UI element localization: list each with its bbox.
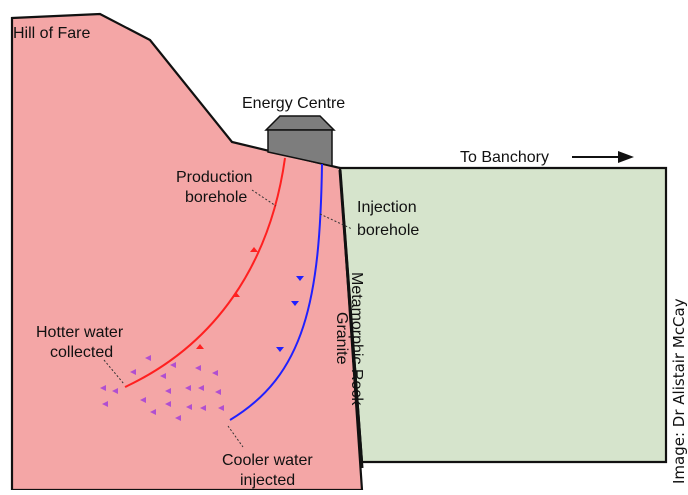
cooler-water-label-line1: Cooler water <box>222 452 313 469</box>
hotter-water-label-line1: Hotter water <box>36 324 124 341</box>
cooler-water-label-line2: injected <box>240 472 295 489</box>
pointer-lines <box>103 189 353 448</box>
flow-field-arrows <box>100 355 224 421</box>
injection-flow-arrows <box>276 276 304 352</box>
production-label-line2: borehole <box>185 189 247 206</box>
metamorphic-label: Metamorphic Rock <box>348 272 365 406</box>
production-flow-arrows <box>196 247 258 349</box>
granite-region <box>10 12 364 492</box>
image-credit: Image: Dr Alistair McCay <box>670 298 688 484</box>
energy-centre-label: Energy Centre <box>242 95 345 112</box>
banchory-arrow <box>572 151 634 163</box>
energy-centre-building <box>264 115 336 167</box>
production-label-line1: Production <box>176 169 253 186</box>
injection-label-line2: borehole <box>357 222 419 239</box>
banchory-label: To Banchory <box>460 149 549 166</box>
injection-label-line1: Injection <box>357 199 417 216</box>
hill-label: Hill of Fare <box>13 25 90 42</box>
granite-label: Granite <box>333 312 350 365</box>
hotter-water-label-line2: collected <box>50 344 113 361</box>
fault-line <box>338 169 364 469</box>
